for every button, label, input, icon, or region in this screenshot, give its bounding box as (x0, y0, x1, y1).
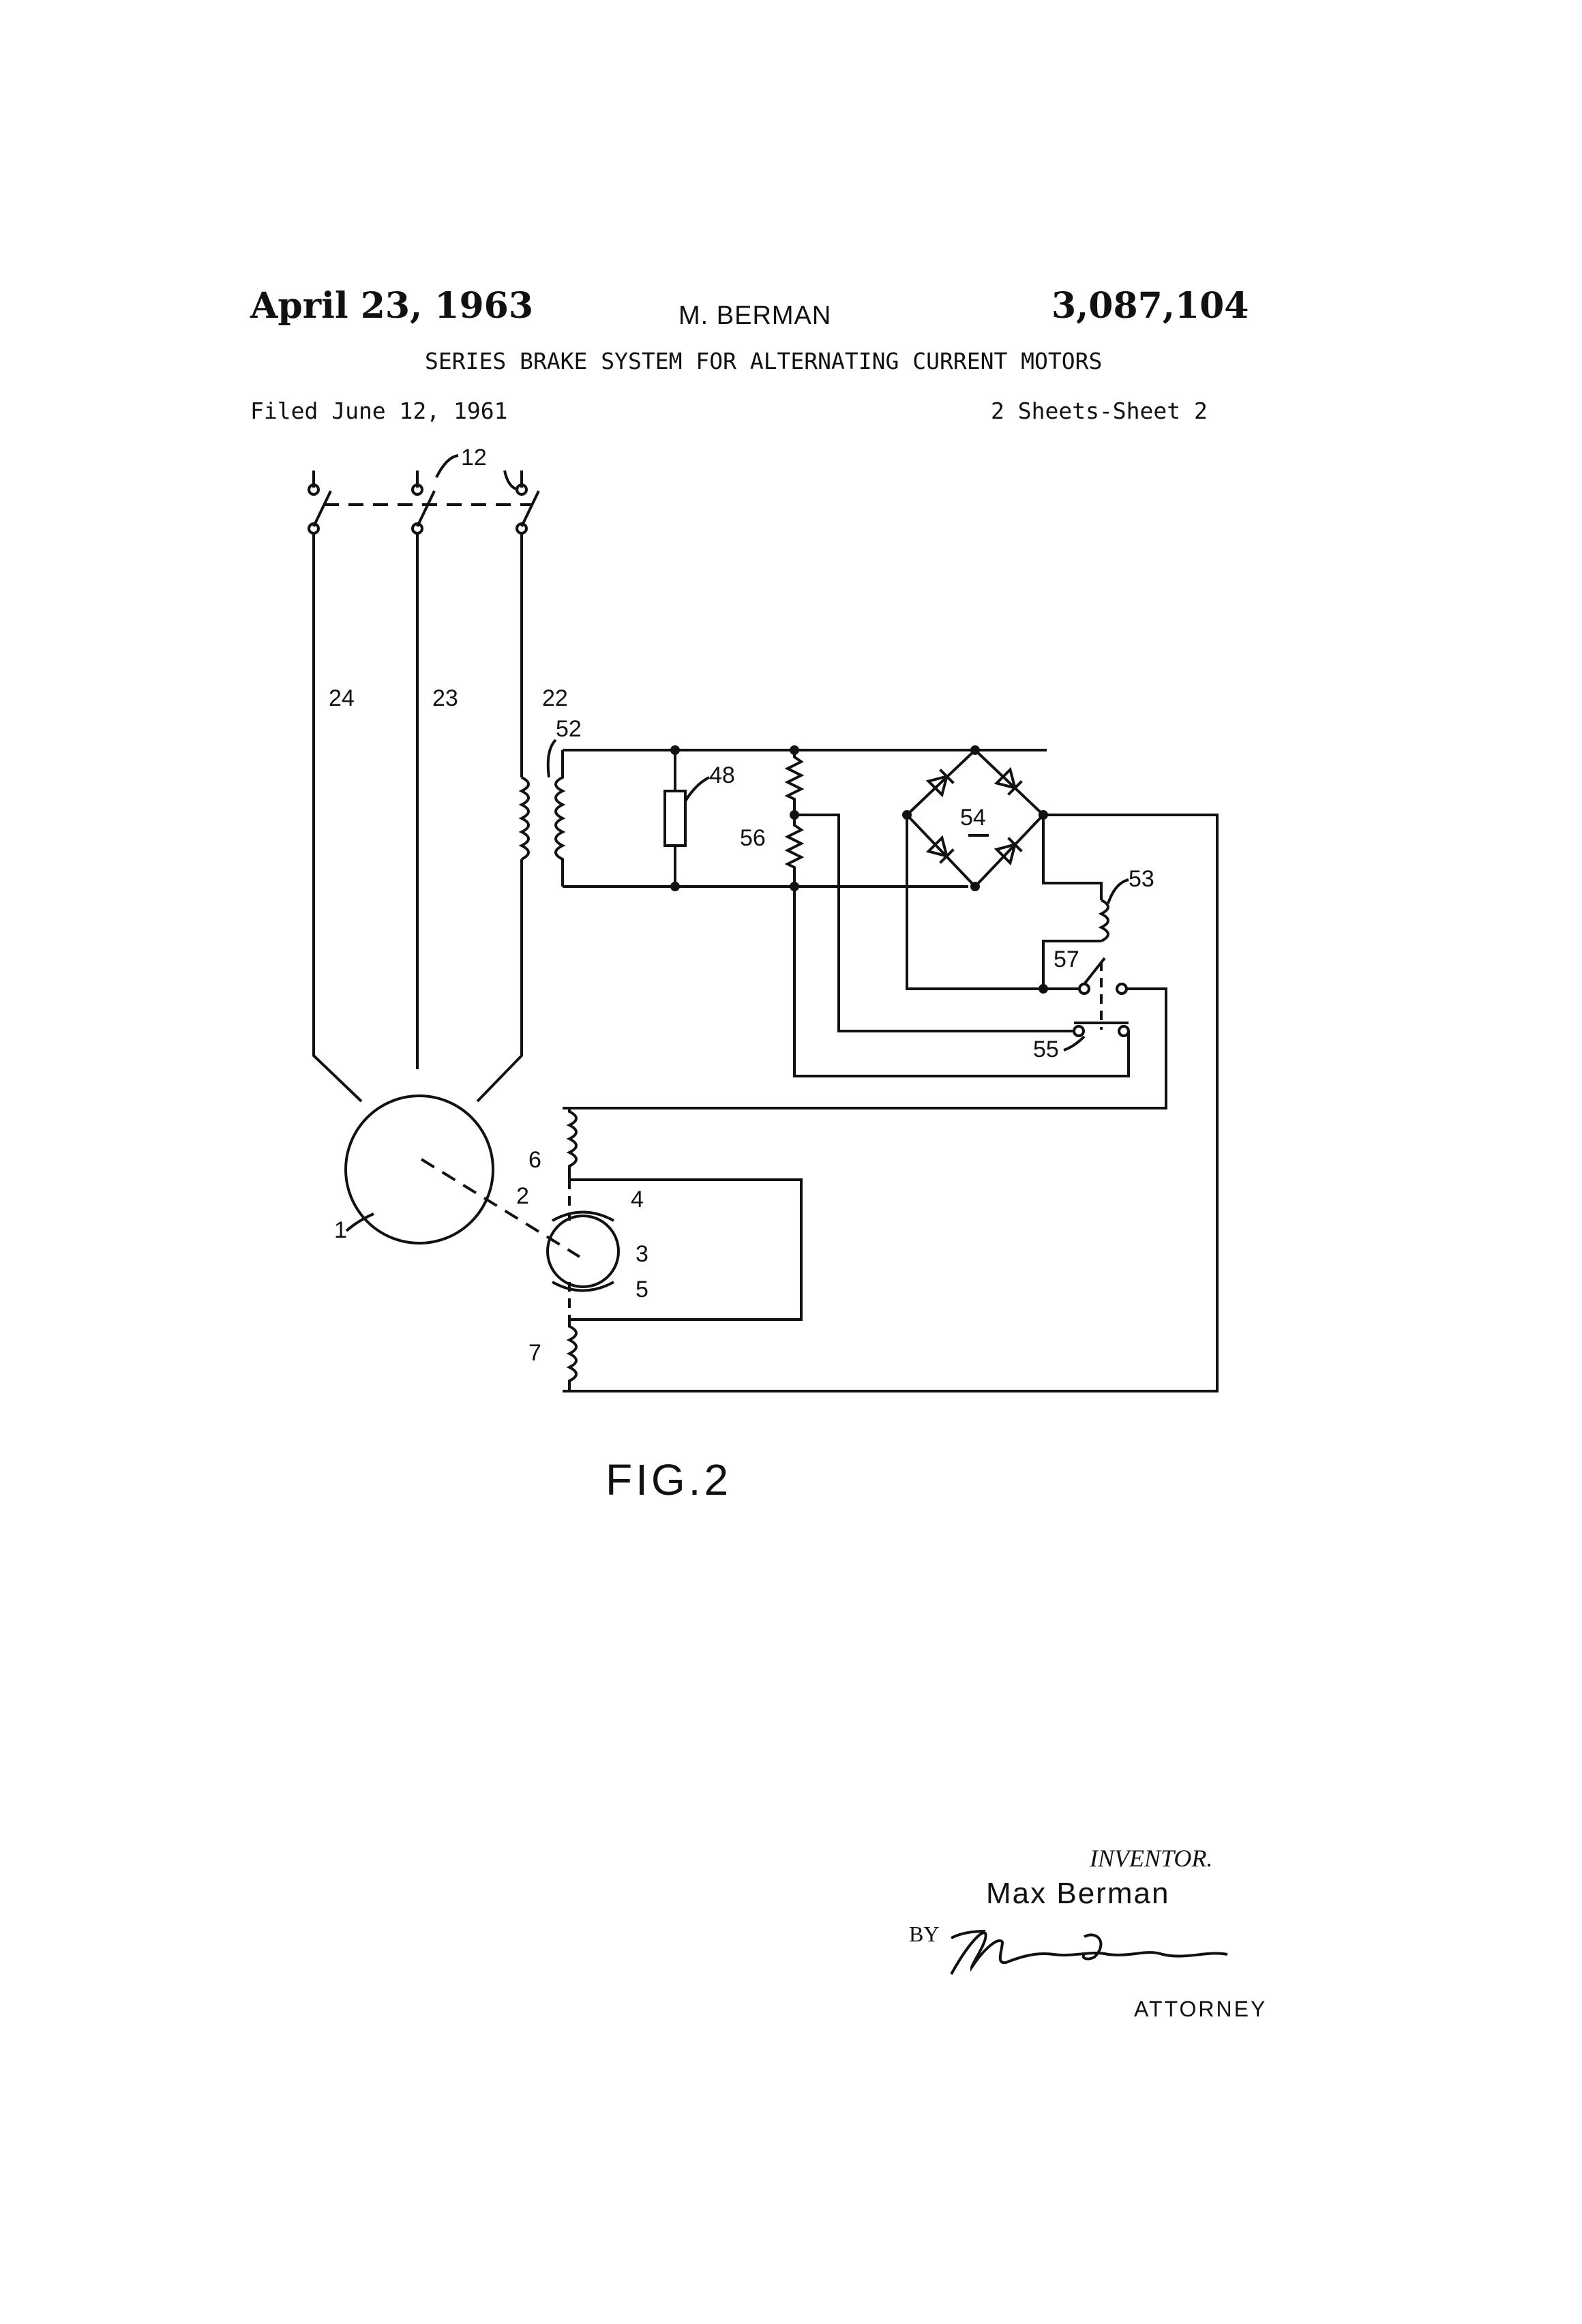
attorney-label: ATTORNEY (1134, 1997, 1267, 2022)
